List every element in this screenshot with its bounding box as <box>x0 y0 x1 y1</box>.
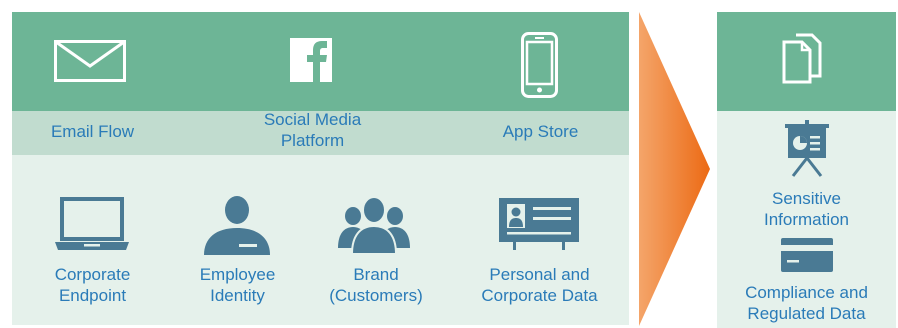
smartphone-icon <box>521 32 558 98</box>
social-media-platform-label: Social Media Platform <box>263 110 362 150</box>
id-card-icon <box>499 198 579 250</box>
email-flow-label: Email Flow <box>50 122 135 141</box>
documents-icon <box>782 33 822 84</box>
compliance-regulated-data-label: Compliance and Regulated Data <box>745 283 868 323</box>
facebook-icon <box>290 38 332 82</box>
channels-label-band <box>12 111 629 155</box>
personal-corporate-data-label: Personal and Corporate Data <box>481 265 598 305</box>
brand-customers-label: Brand (Customers) <box>329 265 423 305</box>
people-group-icon <box>338 196 410 255</box>
envelope-icon <box>54 40 126 82</box>
app-store-label: App Store <box>502 122 579 141</box>
presentation-board-icon <box>785 120 829 177</box>
credit-card-icon <box>781 238 833 272</box>
sensitive-information-label: Sensitive Information <box>763 189 850 229</box>
laptop-icon <box>55 197 129 250</box>
corporate-endpoint-label: Corporate Endpoint <box>54 265 131 305</box>
person-badge-icon <box>204 196 270 255</box>
flow-arrow <box>639 12 710 326</box>
employee-identity-label: Employee Identity <box>199 265 276 305</box>
